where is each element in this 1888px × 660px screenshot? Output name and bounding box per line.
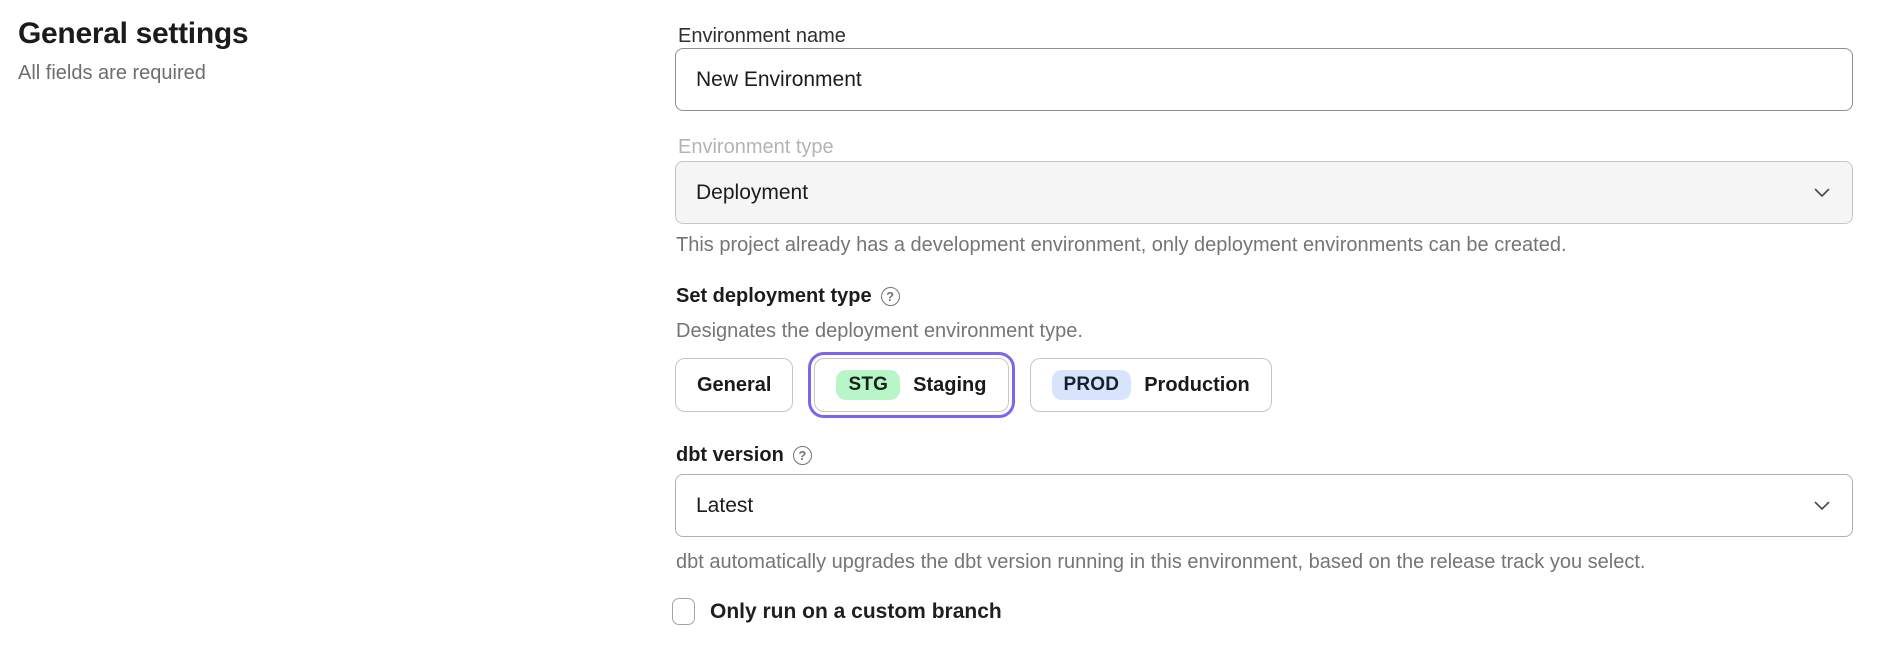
environment-name-label: Environment name	[678, 25, 846, 47]
deployment-type-production-button[interactable]: PROD Production	[1029, 358, 1272, 412]
dbt-version-select[interactable]: Latest	[675, 474, 1853, 537]
environment-type-label: Environment type	[678, 136, 834, 158]
deployment-type-general-label: General	[697, 373, 772, 396]
deployment-type-heading-label: Set deployment type	[676, 285, 872, 307]
chevron-down-icon	[1814, 188, 1830, 198]
production-badge: PROD	[1051, 370, 1132, 400]
chevron-down-icon	[1814, 501, 1830, 511]
deployment-type-production-label: Production	[1144, 373, 1250, 396]
dbt-version-helper: dbt automatically upgrades the dbt versi…	[676, 551, 1646, 573]
deployment-type-staging-button[interactable]: STG Staging	[808, 352, 1015, 418]
help-icon[interactable]: ?	[792, 446, 812, 465]
custom-branch-row: Only run on a custom branch	[672, 598, 1002, 625]
deployment-type-description: Designates the deployment environment ty…	[676, 320, 1083, 342]
help-icon[interactable]: ?	[880, 287, 900, 306]
environment-type-value: Deployment	[696, 180, 809, 204]
page-title: General settings	[18, 17, 249, 50]
environment-type-helper: This project already has a development e…	[676, 234, 1567, 256]
deployment-type-general-button[interactable]: General	[675, 358, 794, 412]
staging-badge: STG	[836, 370, 901, 400]
deployment-type-options: General STG Staging PROD Production	[675, 352, 1272, 418]
dbt-version-value: Latest	[696, 493, 754, 517]
page-subtitle: All fields are required	[18, 62, 206, 84]
dbt-version-heading: dbt version ?	[676, 444, 812, 467]
custom-branch-label[interactable]: Only run on a custom branch	[710, 599, 1002, 623]
environment-type-select: Deployment	[675, 161, 1853, 224]
custom-branch-checkbox[interactable]	[672, 598, 695, 625]
environment-name-input[interactable]	[675, 48, 1853, 111]
deployment-type-staging-label: Staging	[913, 373, 987, 396]
dbt-version-heading-label: dbt version	[676, 444, 784, 466]
deployment-type-heading: Set deployment type ?	[676, 285, 900, 308]
